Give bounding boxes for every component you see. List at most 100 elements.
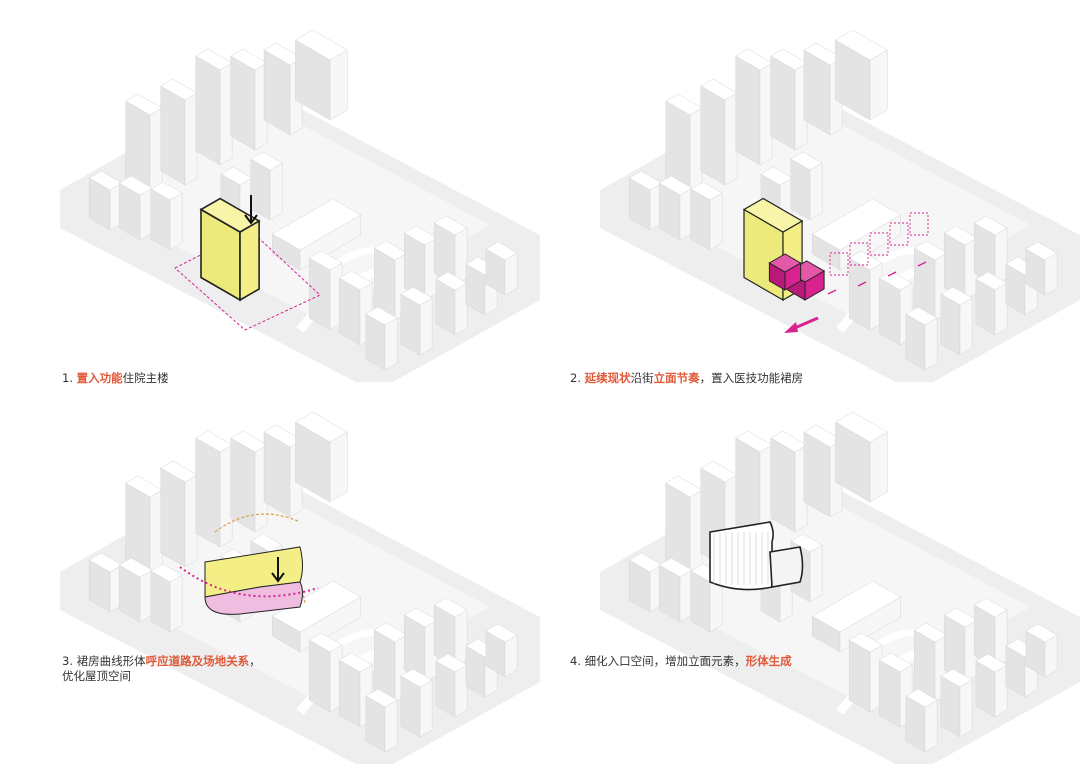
building-block [150, 563, 183, 633]
block-top-face [435, 653, 468, 673]
block-top-face [700, 460, 738, 483]
down-arrow-icon [244, 195, 258, 225]
building-block [433, 597, 468, 668]
block-top-face [790, 533, 823, 553]
block-top-face [628, 170, 663, 191]
block-top-face [848, 250, 883, 271]
building-block [665, 475, 703, 588]
block-right-face [419, 297, 433, 356]
block-right-face [759, 62, 773, 166]
building-block [1025, 623, 1058, 678]
context-buildings [60, 29, 540, 382]
block-top-face [690, 181, 723, 201]
block-top-face [195, 430, 233, 453]
caption-line-2: 优化屋顶空间 [62, 669, 131, 683]
block-right-face [454, 282, 468, 336]
building-block [940, 286, 973, 356]
block-top-face [160, 78, 198, 101]
block-right-face [924, 699, 938, 753]
block-top-face [338, 270, 373, 291]
building-block [690, 181, 723, 251]
block-right-face [1044, 634, 1058, 678]
block-right-face [709, 192, 723, 251]
block-right-face [504, 634, 518, 678]
building-block [770, 48, 808, 151]
block-right-face [169, 574, 183, 633]
proposal-group [742, 197, 929, 333]
block-right-face [869, 431, 888, 503]
block-top-face [485, 241, 518, 261]
block-right-face [724, 92, 738, 186]
building-block [160, 460, 198, 568]
block-right-face [454, 227, 468, 286]
block-top-face [400, 668, 433, 688]
block-top-face [308, 250, 343, 271]
curved-podium [204, 581, 303, 615]
building-block [250, 151, 283, 221]
caption-text: ， [249, 654, 261, 668]
block-top-face [768, 253, 802, 273]
building-block [400, 668, 433, 738]
block-right-face [454, 609, 468, 668]
building-block [373, 622, 408, 703]
building-block [400, 286, 433, 356]
caption-text: 细化入口空间，增加立面元素， [584, 654, 746, 668]
building-block [834, 29, 888, 121]
block-top-face [485, 623, 518, 643]
facade-bay [829, 252, 849, 276]
roof-curve [214, 513, 301, 533]
block-top-face [338, 652, 373, 673]
block-top-face [195, 48, 233, 71]
building-block [433, 215, 468, 286]
block-top-face [118, 175, 153, 196]
block-top-face [403, 225, 438, 246]
caption-num: 1. [62, 371, 77, 385]
block-right-face [454, 664, 468, 718]
building-block [435, 271, 468, 336]
arrow-head-icon [784, 322, 798, 333]
block-top-face [700, 78, 738, 101]
facade-grid [713, 532, 769, 585]
caption-4: 4. 细化入口空间，增加立面元素，形体生成 [570, 654, 792, 669]
building-block [790, 151, 823, 221]
block-right-face [239, 219, 260, 302]
building-block [160, 78, 198, 186]
building-block [848, 250, 883, 331]
building-block [658, 557, 693, 623]
block-right-face [809, 162, 823, 221]
block-right-face [994, 609, 1008, 668]
block-top-face [878, 652, 913, 673]
block-top-face [811, 580, 902, 633]
building-block [403, 607, 438, 683]
block-right-face [994, 282, 1008, 336]
building-block [435, 653, 468, 718]
block-left-face [848, 639, 871, 713]
block-top-face [742, 197, 804, 233]
block-top-face [770, 430, 808, 453]
block-top-face [940, 286, 973, 306]
caption-3: 3. 裙房曲线形体呼应道路及场地关系， 优化屋顶空间 [62, 654, 261, 684]
building-block [365, 306, 398, 371]
road-relation-line [179, 566, 319, 598]
podium-block [768, 253, 802, 291]
block-right-face [809, 544, 823, 603]
building-block [700, 78, 738, 186]
facade-bay [869, 232, 889, 256]
caption-highlight: 立面节奏 [653, 371, 700, 385]
building-block [905, 306, 938, 371]
building-block [88, 170, 123, 231]
caption-highlight: 形体生成 [745, 654, 792, 668]
block-left-face [700, 85, 726, 186]
building-block [118, 557, 153, 623]
building-block [940, 668, 973, 738]
diagram-panel-4: 4. 细化入口空间，增加立面元素，形体生成 [540, 382, 1080, 764]
block-top-face [1025, 241, 1058, 261]
proposal-group [174, 195, 321, 331]
building-block [943, 225, 978, 301]
block-top-face [271, 198, 362, 251]
proposal-group [709, 521, 804, 591]
block-top-face [735, 430, 773, 453]
block-right-face [329, 49, 348, 121]
building-block [308, 632, 343, 713]
block-left-face [735, 55, 761, 166]
